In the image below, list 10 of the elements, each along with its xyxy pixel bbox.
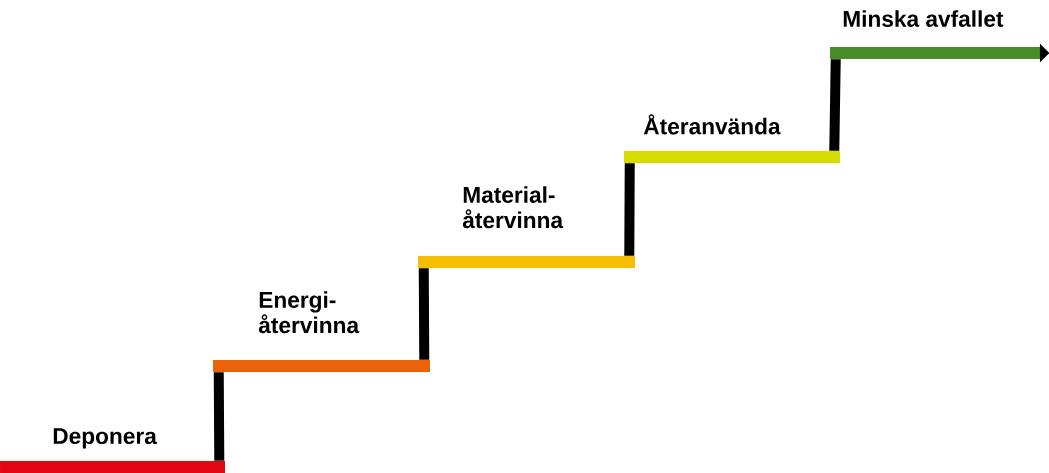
riser-line xyxy=(213,372,225,461)
riser-line xyxy=(418,268,430,360)
step-label: Minska avfallet xyxy=(843,10,1004,27)
arrowhead xyxy=(1039,43,1049,63)
step-label: Deponera xyxy=(53,428,157,449)
step-label: Återanvända xyxy=(643,114,781,135)
riser-line xyxy=(829,59,841,151)
step-label: Material- återvinna xyxy=(462,186,564,229)
step-label: Energi- återvinna xyxy=(258,291,360,334)
riser-line xyxy=(624,163,635,256)
